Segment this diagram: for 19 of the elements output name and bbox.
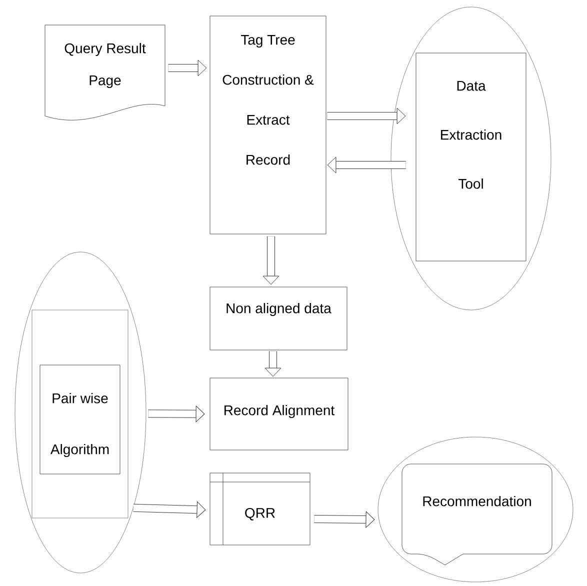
block-arrow	[148, 406, 205, 422]
process-box: Pair wise Algorithm	[40, 364, 120, 474]
block-arrow	[327, 108, 406, 124]
process-box: Tag Tree Construction & Extract Record	[210, 16, 326, 234]
block-arrow	[168, 60, 207, 76]
ellipse-shape	[390, 6, 552, 310]
block-arrow	[327, 156, 406, 174]
ellipse-shape	[378, 436, 574, 582]
block-arrow	[262, 236, 280, 285]
process-box: Record Alignment	[210, 378, 348, 450]
data-store-box: QRR	[210, 472, 310, 546]
ellipse-shape	[14, 252, 146, 574]
block-arrow	[314, 511, 375, 528]
process-box: Non aligned data	[210, 286, 348, 350]
process-box: Data Extraction Tool	[416, 52, 526, 262]
callout-shape: Recommendation	[402, 464, 552, 566]
block-arrow	[133, 501, 206, 518]
block-arrow	[264, 351, 282, 377]
box-shape	[32, 310, 128, 518]
